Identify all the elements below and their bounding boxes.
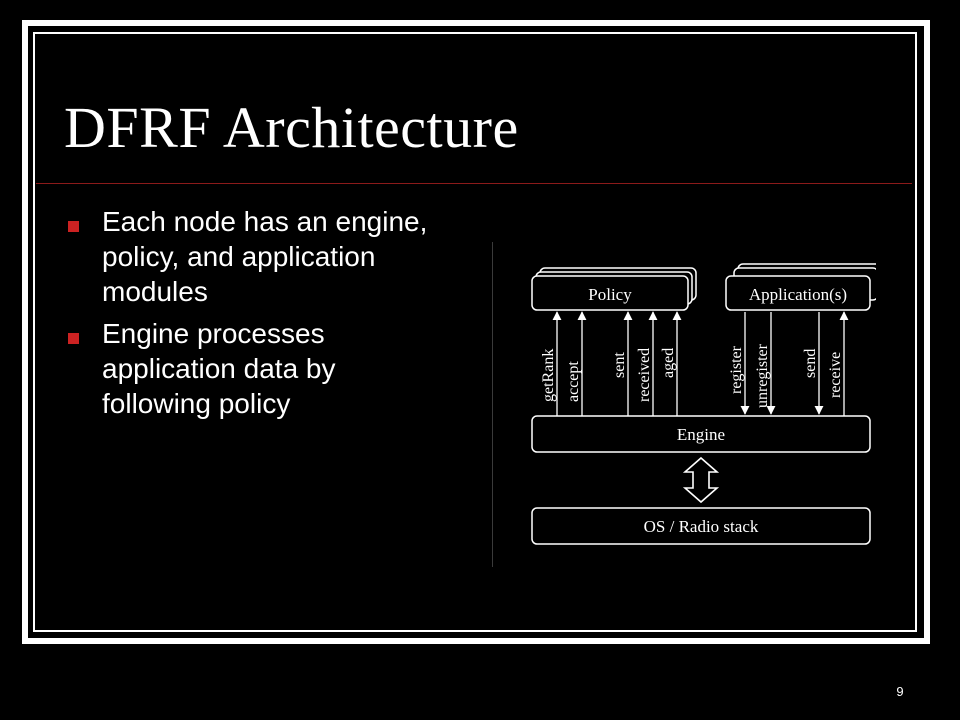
register-label: register (728, 345, 745, 394)
bullet-text: Engine processes application data by fol… (102, 318, 336, 419)
accept-label: accept (565, 361, 582, 402)
page-number: 9 (896, 684, 904, 699)
engine-box (531, 415, 871, 453)
os-radio-label: OS / Radio stack (644, 517, 759, 536)
os-radio-box (531, 507, 871, 545)
diagram-divider (492, 242, 493, 567)
double-arrow-icon (682, 456, 720, 504)
engine-label: Engine (677, 425, 725, 444)
received-label: received (636, 348, 653, 402)
architecture-diagram: Policy Application(s) Engine OS / Radio … (531, 263, 876, 545)
aged-label: aged (660, 348, 677, 378)
square-bullet-icon (68, 221, 79, 232)
bullet-list: Each node has an engine, policy, and app… (68, 204, 428, 428)
application-box (725, 275, 871, 311)
unregister-label: unregister (754, 343, 771, 408)
sent-label: sent (611, 352, 628, 378)
receive-label: receive (827, 352, 844, 398)
getrank-label: getRank (540, 349, 557, 402)
bullet-text: Each node has an engine, policy, and app… (102, 206, 428, 307)
slide-inner-frame (33, 32, 917, 632)
slide-title: DFRF Architecture (64, 95, 519, 160)
policy-label: Policy (588, 285, 632, 304)
send-label: send (802, 349, 819, 378)
policy-box (531, 275, 689, 311)
application-label: Application(s) (749, 285, 847, 304)
title-divider (36, 183, 912, 184)
bullet-item: Engine processes application data by fol… (68, 316, 428, 421)
slide-outer-frame (22, 20, 930, 644)
bullet-item: Each node has an engine, policy, and app… (68, 204, 428, 309)
square-bullet-icon (68, 333, 79, 344)
